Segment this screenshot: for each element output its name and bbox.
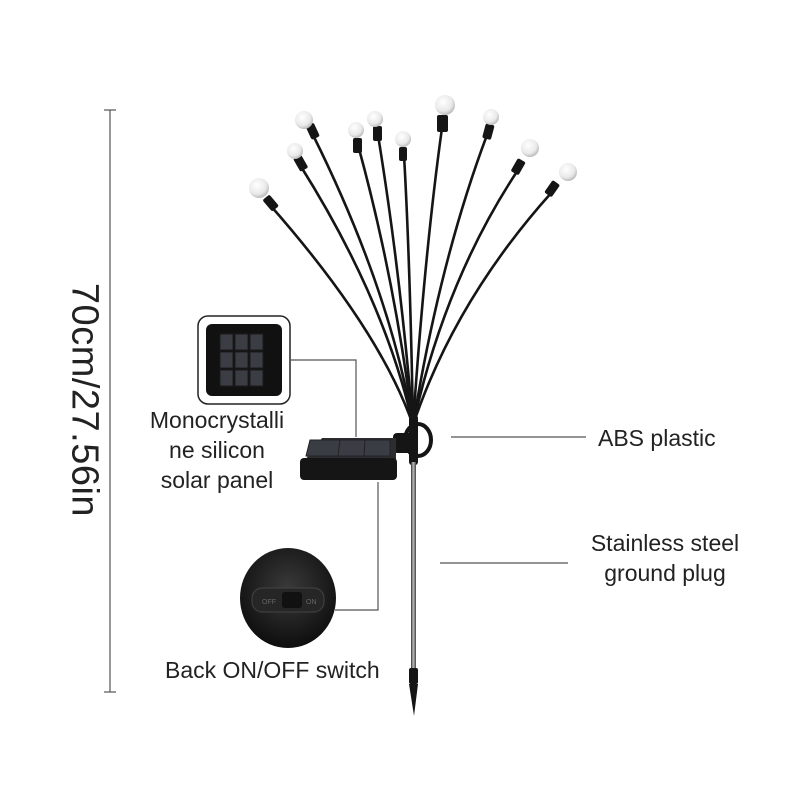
solar-panel-label: Monocrystalli ne silicon solar panel (132, 405, 302, 495)
ground-stake (409, 415, 418, 716)
leader-lines (290, 359, 586, 611)
switch-off-text: OFF (262, 599, 276, 606)
abs-plastic-label: ABS plastic (598, 425, 716, 451)
led-bulb (511, 139, 539, 175)
solar-panel-label-line3: solar panel (160, 467, 274, 493)
led-bulb (544, 163, 577, 197)
solar-panel-label-line2: ne silicon (169, 437, 265, 463)
firework-wires (268, 126, 554, 427)
solar-panel-detail (197, 315, 291, 405)
ground-plug-label: Stainless steel ground plug (575, 528, 755, 588)
led-bulbs (249, 95, 577, 211)
ground-plug-label-line2: ground plug (604, 560, 726, 586)
led-bulb (395, 131, 411, 161)
led-bulb (482, 109, 499, 140)
switch-on-text: ON (306, 599, 317, 606)
height-dimension (104, 109, 116, 693)
led-bulb (287, 143, 308, 172)
switch-label: Back ON/OFF switch (165, 657, 380, 683)
switch-detail: OFF ON (240, 548, 336, 648)
led-bulb (435, 95, 455, 132)
solar-panel-label-line1: Monocrystalli (149, 407, 285, 433)
led-bulb (249, 178, 279, 211)
height-dimension-label: 70cm/27.56in (63, 282, 106, 518)
solar-panel (300, 438, 397, 480)
ground-plug-label-line1: Stainless steel (590, 530, 740, 556)
abs-plastic-clip (393, 422, 433, 458)
led-bulb (367, 111, 383, 141)
led-bulb (348, 122, 364, 153)
led-bulb (295, 111, 320, 140)
